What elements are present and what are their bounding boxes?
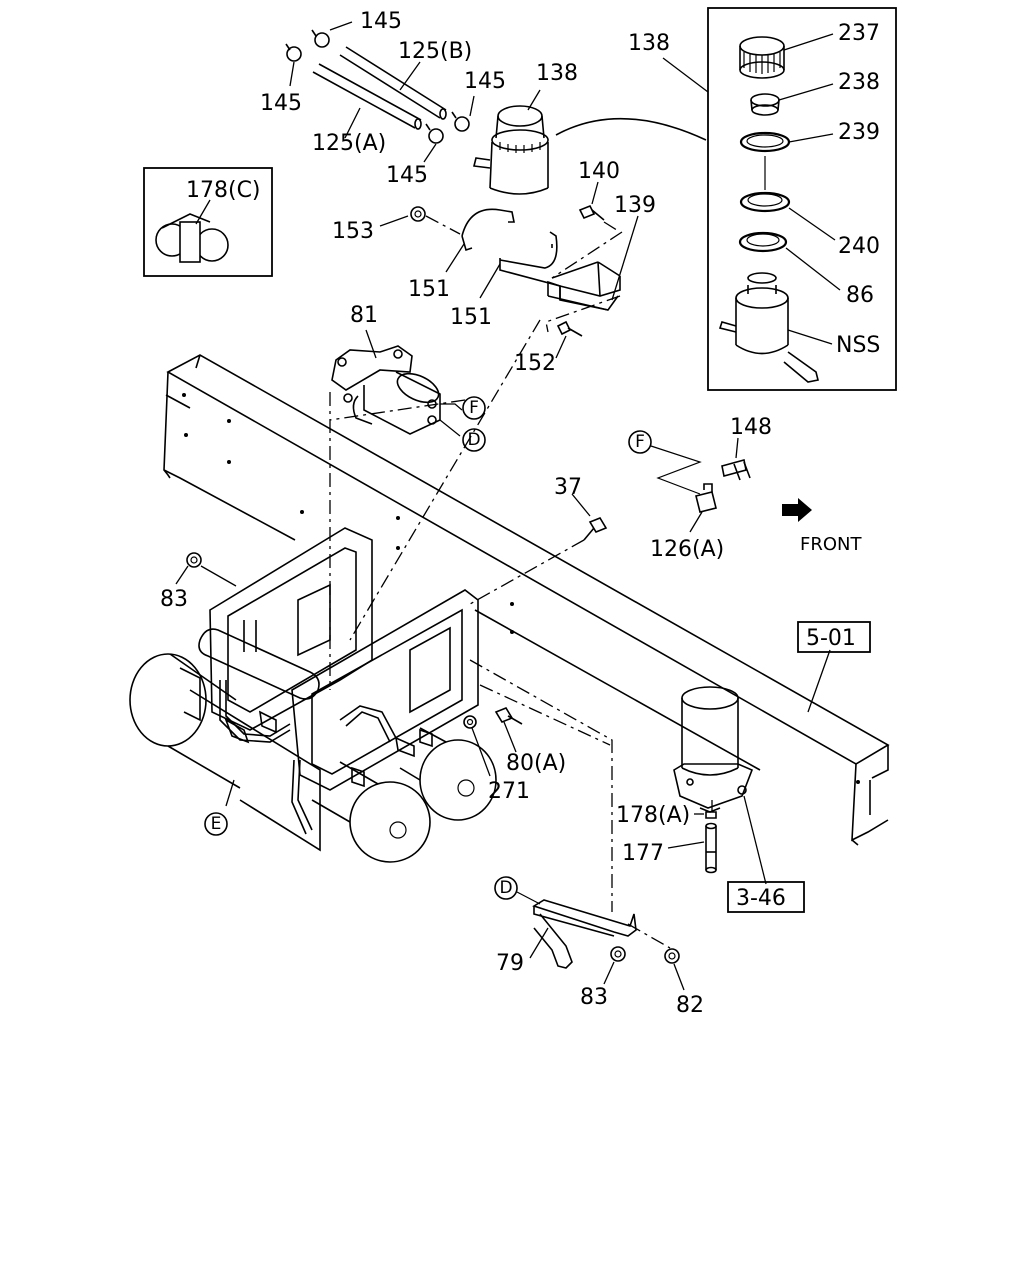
label-80a: 80(A) <box>506 751 566 776</box>
label-82: 82 <box>676 993 704 1018</box>
label-140: 140 <box>578 159 620 184</box>
label-177: 177 <box>622 841 664 866</box>
ref-3-46: 3-46 <box>736 886 786 911</box>
label-151-a: 151 <box>408 277 450 302</box>
label-145-lower: 145 <box>386 163 428 188</box>
label-138-reservoir: 138 <box>536 61 578 86</box>
ref-box-5-01 <box>797 621 871 653</box>
label-139: 139 <box>614 193 656 218</box>
pipes-125 <box>312 46 447 139</box>
valve-81 <box>331 329 463 437</box>
dryer-3-46 <box>667 686 767 885</box>
clip-178c-inset <box>143 167 273 277</box>
label-125a: 125(A) <box>312 131 386 156</box>
label-151-b: 151 <box>450 305 492 330</box>
callout-E: E <box>211 814 222 834</box>
label-238: 238 <box>838 70 880 95</box>
clamps-145 <box>285 21 475 163</box>
callout-F-upper: F <box>469 398 479 418</box>
label-148: 148 <box>730 415 772 440</box>
label-81: 81 <box>350 303 378 328</box>
label-153: 153 <box>332 219 374 244</box>
label-178a: 178(A) <box>616 803 690 828</box>
reservoir-138 <box>473 89 549 195</box>
label-126a: 126(A) <box>650 537 724 562</box>
label-nss: NSS <box>836 333 880 358</box>
fitting-148-126a <box>628 430 751 533</box>
label-83-upper: 83 <box>160 587 188 612</box>
label-86: 86 <box>846 283 874 308</box>
chamber-bracket-assembly <box>129 527 523 863</box>
ref-box-3-46 <box>727 881 805 913</box>
label-237: 237 <box>838 21 880 46</box>
label-145-left: 145 <box>260 91 302 116</box>
callout-D-lower: D <box>499 878 512 898</box>
label-178c: 178(C) <box>186 178 261 203</box>
frame-rail <box>163 354 890 846</box>
bracket-151-139 <box>379 181 639 359</box>
callout-F-D-upper <box>462 396 486 452</box>
ref-5-01: 5-01 <box>806 626 856 651</box>
label-152: 152 <box>514 351 556 376</box>
label-125b: 125(B) <box>398 39 472 64</box>
reservoir-inset <box>707 7 897 391</box>
bracket-79 <box>494 876 685 991</box>
callout-F-lower: F <box>635 432 645 452</box>
label-79: 79 <box>496 951 524 976</box>
label-239: 239 <box>838 120 880 145</box>
label-145-right: 145 <box>464 69 506 94</box>
callout-D-upper: D <box>467 430 480 450</box>
label-138-inset: 138 <box>628 31 670 56</box>
label-83-lower: 83 <box>580 985 608 1010</box>
label-271: 271 <box>488 779 530 804</box>
bolt-37 <box>571 493 608 541</box>
label-145-top: 145 <box>360 9 402 34</box>
front-arrow <box>782 498 812 522</box>
label-240: 240 <box>838 234 880 259</box>
label-37: 37 <box>554 475 582 500</box>
label-front: FRONT <box>800 534 862 555</box>
